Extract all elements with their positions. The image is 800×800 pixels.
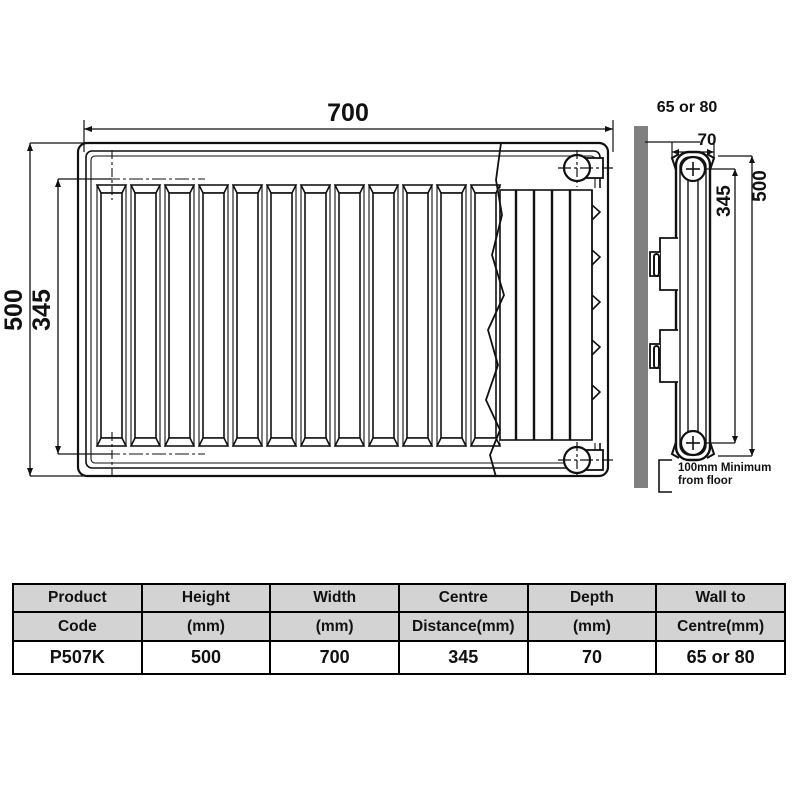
header-height-unit: (mm) [140, 611, 272, 642]
dim-label-side-centre-distance: 345 [714, 185, 735, 217]
cutaway-break-line [485, 142, 505, 478]
header-width-unit: (mm) [269, 611, 400, 642]
cell-width: 700 [269, 640, 400, 675]
dimension-width-700: 700 [83, 99, 614, 152]
header-height: Height [140, 583, 272, 613]
dim-label-height: 500 [0, 289, 28, 331]
dim-label-depth: 70 [698, 130, 717, 149]
fin [163, 184, 196, 447]
floor-note-line-1: 100mm Minimum [678, 462, 771, 474]
cell-wall-to-centre: 65 or 80 [655, 640, 786, 675]
header-depth: Depth [526, 583, 658, 613]
fin [95, 184, 128, 447]
wall-bracket-upper [649, 237, 678, 291]
fin [231, 184, 264, 447]
technical-drawing: 700 500 345 [0, 99, 771, 493]
fin [265, 184, 298, 447]
header-distance-unit: Distance(mm) [397, 611, 529, 642]
dim-label-centre-distance: 345 [28, 289, 56, 331]
fin [299, 184, 332, 447]
dim-label-side-height: 500 [750, 170, 771, 202]
header-centre-unit: Centre(mm) [655, 611, 786, 642]
fin [129, 184, 162, 447]
specification-table: Product Height Width Centre Depth Wall t… [12, 583, 786, 675]
side-top-port [679, 155, 707, 183]
floor-clearance-bracket [658, 459, 672, 493]
cell-height: 500 [140, 640, 272, 675]
specification-table-wrapper: Product Height Width Centre Depth Wall t… [12, 583, 786, 675]
dimension-side-centre-345: 345 [706, 168, 738, 444]
fin [333, 184, 366, 447]
front-bottom-port [558, 442, 613, 478]
fin [469, 184, 502, 447]
header-width: Width [269, 583, 400, 613]
table-header-row-2: Code (mm) (mm) Distance(mm) (mm) Centre(… [12, 611, 786, 642]
header-product: Product [12, 583, 143, 613]
cell-centre-distance: 345 [397, 640, 529, 675]
wall-bracket-lower [649, 329, 678, 383]
dimension-depth-70: 70 [671, 130, 717, 160]
front-top-port [558, 150, 613, 187]
floor-note-line-2: from floor [678, 475, 733, 487]
dim-label-width: 700 [327, 99, 369, 127]
front-cutaway-internal-detail [499, 188, 602, 443]
header-depth-unit: (mm) [526, 611, 658, 642]
header-code: Code [12, 611, 143, 642]
header-centre: Centre [397, 583, 529, 613]
fin [435, 184, 468, 447]
cell-product-code: P507K [12, 640, 143, 675]
label-wall-to-centre: 65 or 80 [657, 99, 718, 116]
side-view-group: 65 or 80 [634, 99, 771, 493]
fin [401, 184, 434, 447]
cell-depth: 70 [526, 640, 658, 675]
side-bottom-port [679, 429, 707, 457]
dimension-height-500: 500 [0, 142, 84, 477]
side-radiator-body-inner [679, 156, 707, 456]
table-row: P507K 500 700 345 70 65 or 80 [12, 640, 786, 675]
floor-clearance-note: 100mm Minimum from floor [658, 459, 771, 493]
table-header-row-1: Product Height Width Centre Depth Wall t… [12, 583, 786, 613]
dimension-side-height-500: 500 [718, 155, 771, 457]
dimension-centre-345: 345 [28, 178, 112, 455]
front-view-group: 700 500 345 [0, 99, 614, 478]
fin [367, 184, 400, 447]
header-wall-to: Wall to [655, 583, 786, 613]
fin [197, 184, 230, 447]
wall-surface [634, 126, 648, 488]
